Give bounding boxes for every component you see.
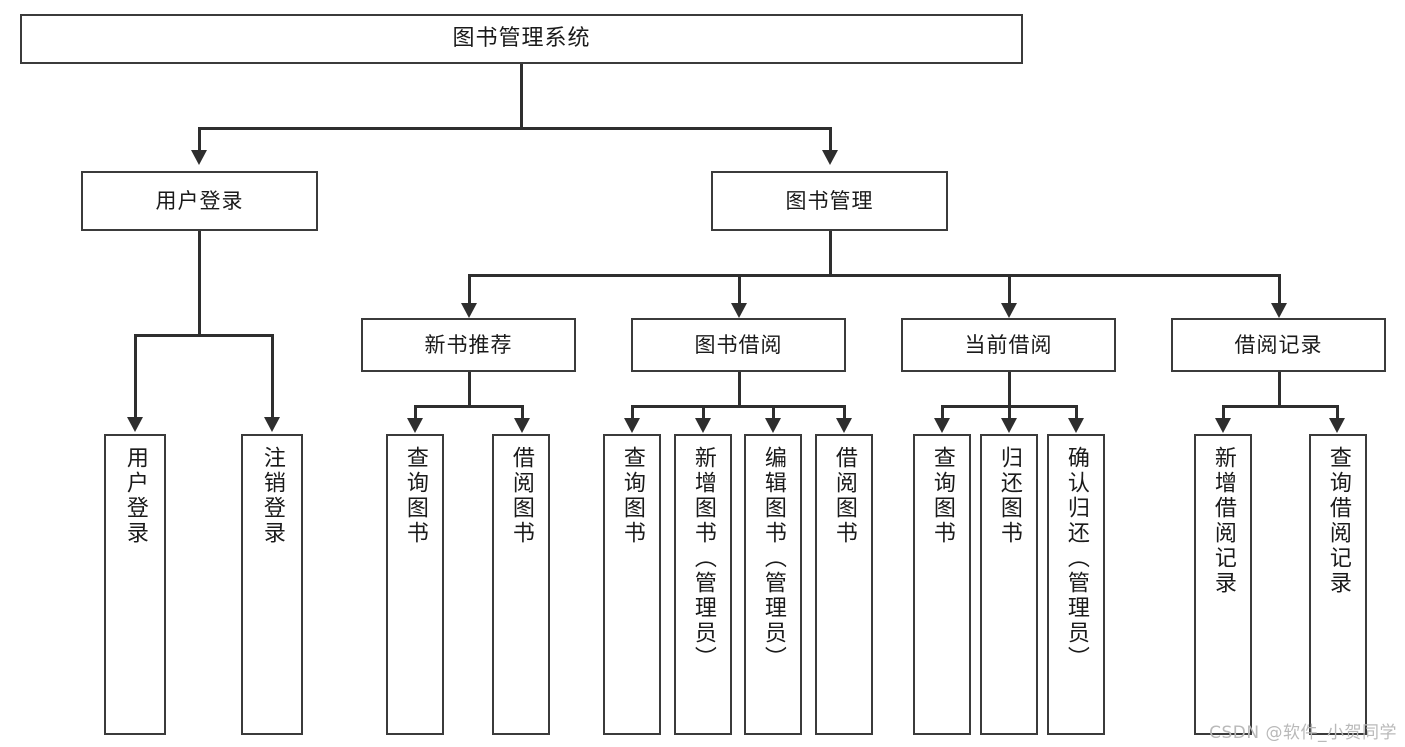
arrowhead-borrow-record [1271, 303, 1287, 318]
leaf-label: 查询借阅记录 [1325, 446, 1351, 596]
connector-drop-return-book [1008, 405, 1011, 419]
connector-drop-edit-book [772, 405, 775, 419]
connector-drop-new-book-recommend [468, 274, 471, 304]
leaf-add-book[interactable]: 新增图书（管理员） [674, 434, 732, 735]
connector-borrow-record-stem [1278, 372, 1281, 406]
leaf-label: 查询图书 [619, 446, 645, 546]
leaf-query-book-3[interactable]: 查询图书 [913, 434, 971, 735]
connector-drop-book-borrow [738, 274, 741, 304]
leaf-query-record[interactable]: 查询借阅记录 [1309, 434, 1367, 735]
connector-root-bus [198, 127, 832, 130]
leaf-label: 新增图书（管理员） [690, 446, 716, 671]
leaf-query-book-1[interactable]: 查询图书 [386, 434, 444, 735]
node-borrow-record[interactable]: 借阅记录 [1171, 318, 1386, 372]
leaf-query-book-2[interactable]: 查询图书 [603, 434, 661, 735]
connector-drop-query-book-1 [414, 405, 417, 419]
arrowhead-return-book [1001, 418, 1017, 433]
connector-drop-book-management [829, 127, 832, 151]
connector-drop-leaf-user-login [134, 334, 137, 418]
connector-drop-add-book [702, 405, 705, 419]
connector-user-login-stem [198, 231, 201, 335]
arrowhead-book-borrow [731, 303, 747, 318]
connector-new-book-recommend-stem [468, 372, 471, 406]
connector-book-management-bus [468, 274, 1278, 277]
connector-drop-query-book-2 [631, 405, 634, 419]
arrowhead-user-login [191, 150, 207, 165]
arrowhead-query-record [1329, 418, 1345, 433]
arrowhead-borrow-book-1 [514, 418, 530, 433]
connector-drop-borrow-book-2 [843, 405, 846, 419]
arrowhead-leaf-user-logout [264, 417, 280, 432]
node-label: 图书借阅 [694, 332, 783, 357]
connector-book-borrow-bus [631, 405, 846, 408]
leaf-confirm-return[interactable]: 确认归还（管理员） [1047, 434, 1105, 735]
leaf-label: 借阅图书 [831, 446, 857, 546]
arrowhead-borrow-book-2 [836, 418, 852, 433]
arrowhead-add-record [1215, 418, 1231, 433]
leaf-label: 新增借阅记录 [1210, 446, 1236, 596]
connector-drop-leaf-user-logout [271, 334, 274, 418]
leaf-add-record[interactable]: 新增借阅记录 [1194, 434, 1252, 735]
arrowhead-book-management [822, 150, 838, 165]
leaf-borrow-book-2[interactable]: 借阅图书 [815, 434, 873, 735]
leaf-label: 用户登录 [122, 446, 148, 546]
node-label: 借阅记录 [1234, 332, 1323, 357]
connector-drop-confirm-return [1075, 405, 1078, 419]
leaf-user-login[interactable]: 用户登录 [104, 434, 166, 735]
arrowhead-add-book [695, 418, 711, 433]
leaf-return-book[interactable]: 归还图书 [980, 434, 1038, 735]
leaf-label: 借阅图书 [508, 446, 534, 546]
connector-current-borrow-stem [1008, 372, 1011, 406]
connector-drop-query-book-3 [941, 405, 944, 419]
arrowhead-leaf-user-login [127, 417, 143, 432]
arrowhead-query-book-1 [407, 418, 423, 433]
node-book-borrow[interactable]: 图书借阅 [631, 318, 846, 372]
connector-drop-borrow-record [1278, 274, 1281, 304]
node-root-system[interactable]: 图书管理系统 [20, 14, 1023, 64]
connector-drop-user-login [198, 127, 201, 151]
leaf-edit-book[interactable]: 编辑图书（管理员） [744, 434, 802, 735]
connector-new-book-recommend-bus [414, 405, 524, 408]
leaf-label: 注销登录 [259, 446, 285, 546]
connector-drop-query-record [1336, 405, 1339, 419]
leaf-label: 编辑图书（管理员） [760, 446, 786, 671]
node-current-borrow[interactable]: 当前借阅 [901, 318, 1116, 372]
arrowhead-query-book-3 [934, 418, 950, 433]
leaf-label: 查询图书 [929, 446, 955, 546]
connector-root-stem [520, 64, 523, 128]
node-label: 新书推荐 [424, 332, 513, 357]
node-label: 图书管理 [785, 188, 874, 213]
arrowhead-query-book-2 [624, 418, 640, 433]
connector-book-management-stem [829, 231, 832, 275]
arrowhead-confirm-return [1068, 418, 1084, 433]
connector-drop-add-record [1222, 405, 1225, 419]
node-new-book-recommend[interactable]: 新书推荐 [361, 318, 576, 372]
leaf-label: 查询图书 [402, 446, 428, 546]
leaf-label: 归还图书 [996, 446, 1022, 546]
arrowhead-current-borrow [1001, 303, 1017, 318]
node-label: 图书管理系统 [452, 26, 591, 52]
connector-user-login-bus [134, 334, 274, 337]
node-label: 用户登录 [155, 188, 244, 213]
node-user-login[interactable]: 用户登录 [81, 171, 318, 231]
leaf-label: 确认归还（管理员） [1063, 446, 1089, 671]
connector-borrow-record-bus [1222, 405, 1339, 408]
node-label: 当前借阅 [964, 332, 1053, 357]
leaf-user-logout[interactable]: 注销登录 [241, 434, 303, 735]
arrowhead-edit-book [765, 418, 781, 433]
leaf-borrow-book-1[interactable]: 借阅图书 [492, 434, 550, 735]
node-book-management[interactable]: 图书管理 [711, 171, 948, 231]
connector-book-borrow-stem [738, 372, 741, 406]
connector-drop-current-borrow [1008, 274, 1011, 304]
arrowhead-new-book-recommend [461, 303, 477, 318]
connector-drop-borrow-book-1 [521, 405, 524, 419]
csdn-watermark: CSDN @软件_小贺同学 [1209, 723, 1397, 743]
